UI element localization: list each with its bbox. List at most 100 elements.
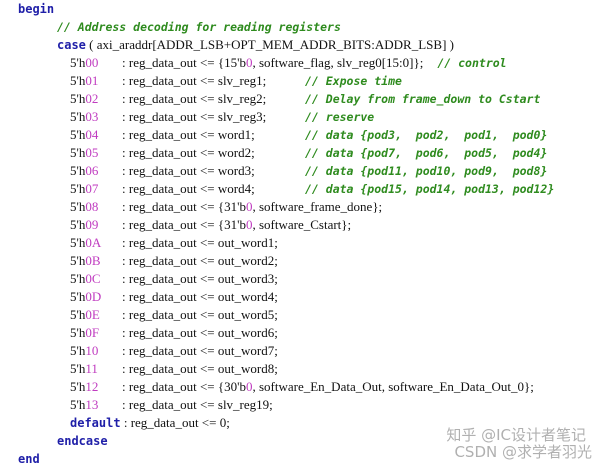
inline-comment: // Expose time (305, 74, 402, 88)
address-value: 06 (85, 163, 99, 178)
address-prefix: 5'h (70, 91, 86, 106)
code-text: : reg_data_out <= word3; (122, 163, 255, 178)
code-text: , software_flag, slv_reg0[15:0]}; (252, 55, 424, 70)
address-label: 5'h05 (70, 144, 98, 162)
address-label: 5'h0E (70, 306, 100, 324)
address-value: 00 (85, 55, 99, 70)
assignment-code: : reg_data_out <= {30'b0, software_En_Da… (122, 378, 534, 396)
code-text: : reg_data_out <= slv_reg19; (122, 397, 273, 412)
code-text: : reg_data_out <= out_word1; (122, 235, 278, 250)
case-expression: ( axi_araddr[ADDR_LSB+OPT_MEM_ADDR_BITS:… (85, 37, 454, 52)
address-prefix: 5'h (70, 127, 86, 142)
address-label: 5'h03 (70, 108, 98, 126)
address-label: 5'h09 (70, 216, 98, 234)
case-item-row: 5'h08: reg_data_out <= {31'b0, software_… (70, 198, 600, 216)
begin-keyword: begin (18, 2, 55, 16)
address-prefix: 5'h (70, 379, 86, 394)
assignment-code: : reg_data_out <= out_word5; (122, 306, 278, 324)
code-text: : reg_data_out <= out_word4; (122, 289, 278, 304)
code-text: : reg_data_out <= slv_reg1; (122, 73, 267, 88)
address-prefix: 5'h (70, 181, 86, 196)
assignment-code: : reg_data_out <= out_word8; (122, 360, 278, 378)
address-label: 5'h0B (70, 252, 101, 270)
address-value: 0F (85, 325, 100, 340)
assignment-code: : reg_data_out <= word3; (122, 162, 255, 180)
case-item-row: 5'h06// data {pod11, pod10, pod9, pod8}:… (70, 162, 600, 180)
code-text: : reg_data_out <= {31'b (122, 199, 246, 214)
address-value: 01 (85, 73, 99, 88)
address-prefix: 5'h (70, 55, 86, 70)
address-prefix: 5'h (70, 73, 86, 88)
address-value: 07 (85, 181, 99, 196)
address-value: 05 (85, 145, 99, 160)
number-literal: 0 (245, 217, 253, 232)
inline-comment: // data {pod15, pod14, pod13, pod12} (305, 182, 555, 196)
case-item-row: 5'h00 : reg_data_out <= {15'b0, software_… (70, 54, 600, 72)
case-item-row: 5'h01 // Expose time : reg_data_out <= slv… (70, 72, 600, 90)
case-item-row: 5'h10: reg_data_out <= out_word7; (70, 342, 600, 360)
address-label: 5'h04 (70, 126, 98, 144)
address-value: 02 (85, 91, 99, 106)
assignment-code: : reg_data_out <= {31'b0, software_Cstar… (122, 216, 351, 234)
address-value: 12 (85, 379, 99, 394)
address-value: 04 (85, 127, 99, 142)
code-text: : reg_data_out <= out_word8; (122, 361, 278, 376)
assignment-code: : reg_data_out <= out_word6; (122, 324, 278, 342)
address-prefix: 5'h (70, 271, 86, 286)
case-item-row: 5'h07 // data {pod15, pod14, pod13, pod12… (70, 180, 600, 198)
address-label: 5'h0D (70, 288, 101, 306)
case-item-row: 5'h02// Delay from frame_down to Cstart:… (70, 90, 600, 108)
address-prefix: 5'h (70, 325, 86, 340)
inline-comment: // control (437, 56, 507, 70)
assignment-code: : reg_data_out <= word4; (122, 180, 255, 198)
case-item-row: 5'h03// reserve: reg_data_out <= slv_reg… (70, 108, 600, 126)
inline-comment: // data {pod11, pod10, pod9, pod8} (305, 164, 548, 178)
number-literal: 0 (245, 199, 253, 214)
case-item-row: 5'h13 : reg_data_out <= slv_reg19; (70, 396, 600, 414)
case-keyword: case (57, 38, 86, 52)
address-label: 5'h08 (70, 198, 98, 216)
address-label: 5'h0A (70, 234, 101, 252)
case-item-row: 5'h0E : reg_data_out <= out_word5; (70, 306, 600, 324)
address-prefix: 5'h (70, 307, 86, 322)
address-prefix: 5'h (70, 397, 86, 412)
assignment-code: : reg_data_out <= out_word4; (122, 288, 278, 306)
default-item: default : reg_data_out <= 0; (70, 414, 230, 432)
assignment-code: : reg_data_out <= slv_reg3; (122, 108, 266, 126)
address-label: 5'h02 (70, 90, 98, 108)
address-value: 11 (85, 361, 98, 376)
address-label: 5'h0C (70, 270, 101, 288)
code-text: : reg_data_out <= slv_reg2; (122, 91, 267, 106)
case-item-row: 5'h0B : reg_data_out <= out_word2; (70, 252, 600, 270)
end-keyword: end (18, 452, 40, 466)
code-text: : reg_data_out <= word4; (122, 181, 255, 196)
assignment-code: : reg_data_out <= out_word1; (122, 234, 278, 252)
address-label: 5'h13 (70, 396, 98, 414)
case-item-row: 5'h04// data {pod3, pod2, pod1, pod0}: r… (70, 126, 600, 144)
default-keyword: default (70, 416, 121, 430)
inline-comment: // data {pod3, pod2, pod1, pod0} (305, 128, 548, 142)
watermark-csdn: CSDN @求学者羽光 (454, 443, 592, 461)
address-prefix: 5'h (70, 199, 86, 214)
code-text: : reg_data_out <= out_word2; (122, 253, 278, 268)
number-literal: 0 (245, 55, 253, 70)
code-text: : reg_data_out <= out_word6; (122, 325, 278, 340)
endcase-keyword: endcase (57, 434, 108, 448)
code-text: : reg_data_out <= {30'b (122, 379, 246, 394)
code-text: , software_En_Data_Out, software_En_Data… (252, 379, 534, 394)
code-text: : reg_data_out <= {31'b (122, 217, 246, 232)
address-prefix: 5'h (70, 361, 86, 376)
address-label: 5'h00 (70, 54, 98, 72)
address-label: 5'h10 (70, 342, 98, 360)
address-label: 5'h12 (70, 378, 98, 396)
assignment-code: : reg_data_out <= slv_reg19; (122, 396, 273, 414)
address-value: 03 (85, 109, 99, 124)
code-text: : reg_data_out <= {15'b (122, 55, 246, 70)
address-value: 09 (85, 217, 99, 232)
case-item-row: 5'h12 : reg_data_out <= {30'b0, software_… (70, 378, 600, 396)
address-value: 13 (85, 397, 99, 412)
case-item-row: 5'h09 : reg_data_out <= {31'b0, software_… (70, 216, 600, 234)
address-label: 5'h07 (70, 180, 98, 198)
assignment-code: : reg_data_out <= slv_reg1; (122, 72, 266, 90)
address-label: 5'h0F (70, 324, 99, 342)
